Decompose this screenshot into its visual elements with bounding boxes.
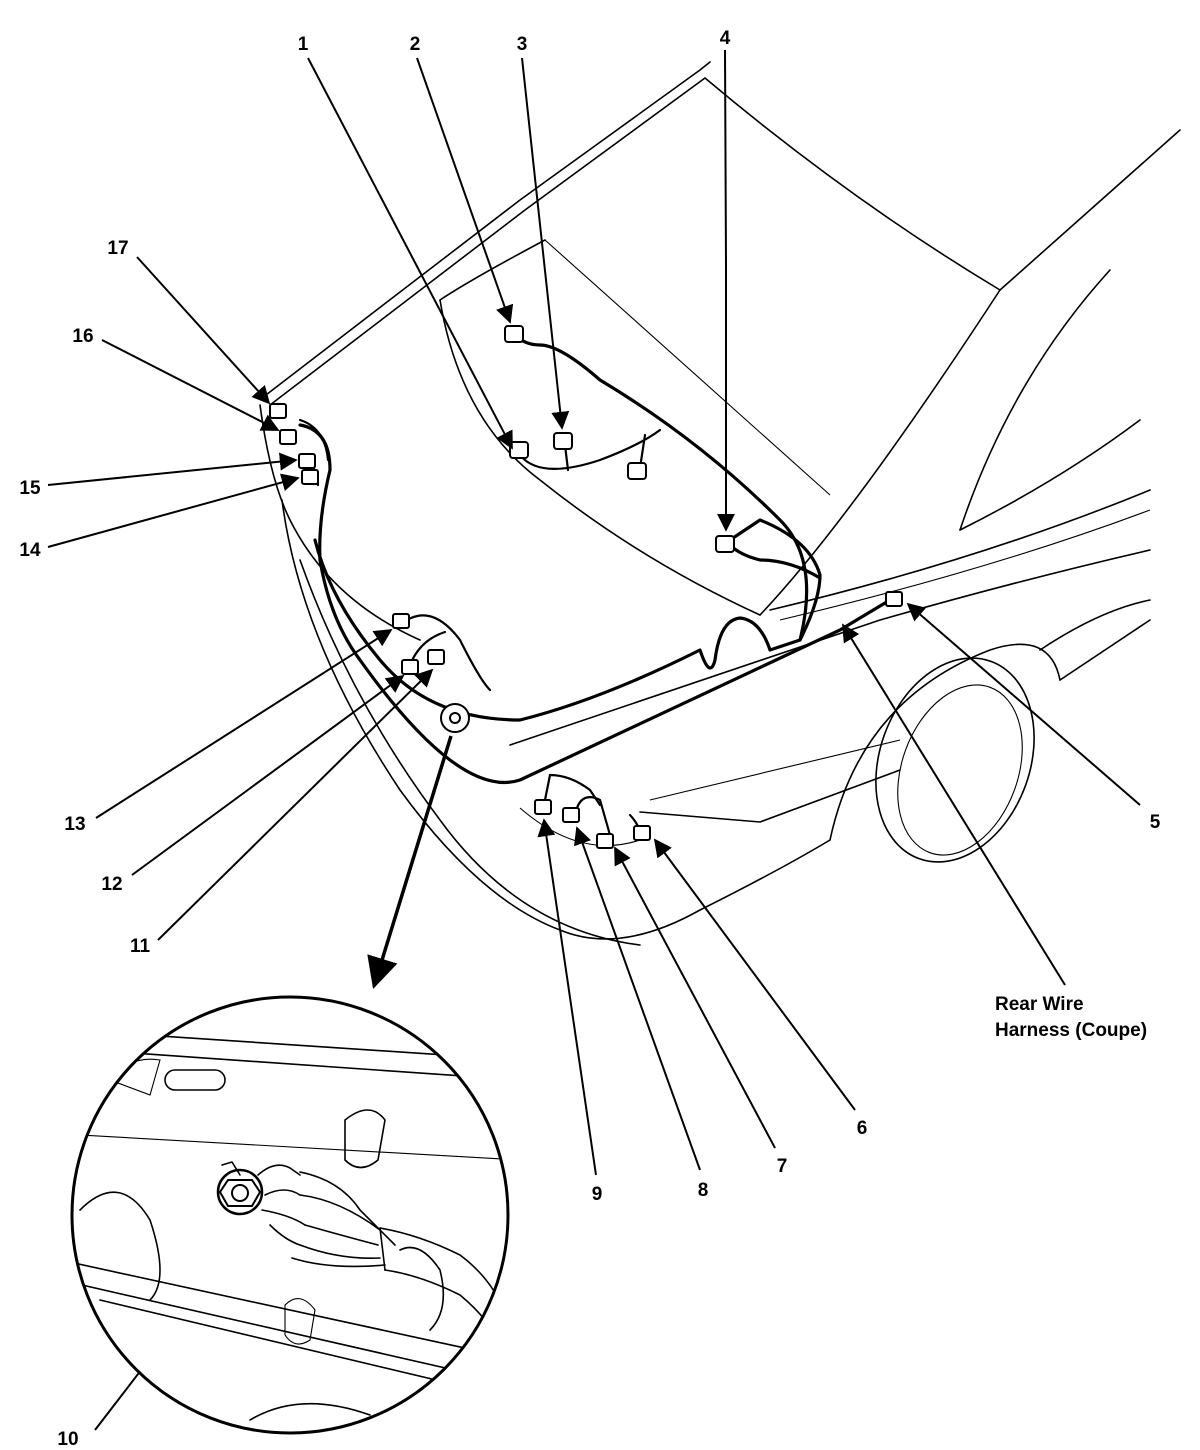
caption-line-1: Rear Wire (995, 994, 1084, 1015)
connector-7 (596, 833, 614, 849)
connector-aux (627, 462, 647, 480)
label-14: 14 (19, 540, 41, 561)
wire-harness (298, 333, 892, 844)
label-4: 4 (720, 28, 731, 49)
connectors (269, 325, 903, 849)
label-7: 7 (777, 1156, 788, 1177)
label-2: 2 (410, 34, 421, 55)
connector-12 (401, 659, 419, 675)
label-11: 11 (130, 936, 151, 957)
connector-3 (553, 432, 573, 450)
connector-5 (885, 591, 903, 607)
connector-8 (562, 807, 580, 823)
label-12: 12 (101, 874, 122, 895)
label-5: 5 (1150, 812, 1161, 833)
detail-view-ground (70, 995, 510, 1435)
connector-6 (633, 825, 651, 841)
label-17: 17 (107, 238, 128, 259)
connector-15 (298, 453, 316, 469)
car-body-outline (259, 61, 1181, 946)
connector-17 (269, 403, 287, 419)
label-16: 16 (72, 326, 93, 347)
connector-13 (392, 613, 410, 629)
label-10: 10 (57, 1429, 78, 1450)
connector-16 (279, 429, 297, 445)
connector-2 (504, 325, 524, 343)
label-1: 1 (298, 34, 309, 55)
label-6: 6 (857, 1118, 868, 1139)
label-3: 3 (517, 34, 528, 55)
label-8: 8 (698, 1180, 709, 1201)
caption-line-2: Harness (Coupe) (995, 1020, 1147, 1041)
connector-4 (715, 535, 735, 553)
callout-numbers: 1 2 3 4 5 6 7 8 9 10 11 12 13 14 15 16 1… (19, 28, 1160, 1450)
connector-1 (509, 441, 529, 459)
connector-14 (301, 469, 319, 485)
label-15: 15 (19, 478, 41, 499)
harness-caption: Rear Wire Harness (Coupe) (995, 994, 1147, 1041)
label-13: 13 (64, 814, 85, 835)
connector-9 (534, 799, 552, 815)
label-9: 9 (592, 1184, 603, 1205)
connector-11 (427, 649, 445, 665)
